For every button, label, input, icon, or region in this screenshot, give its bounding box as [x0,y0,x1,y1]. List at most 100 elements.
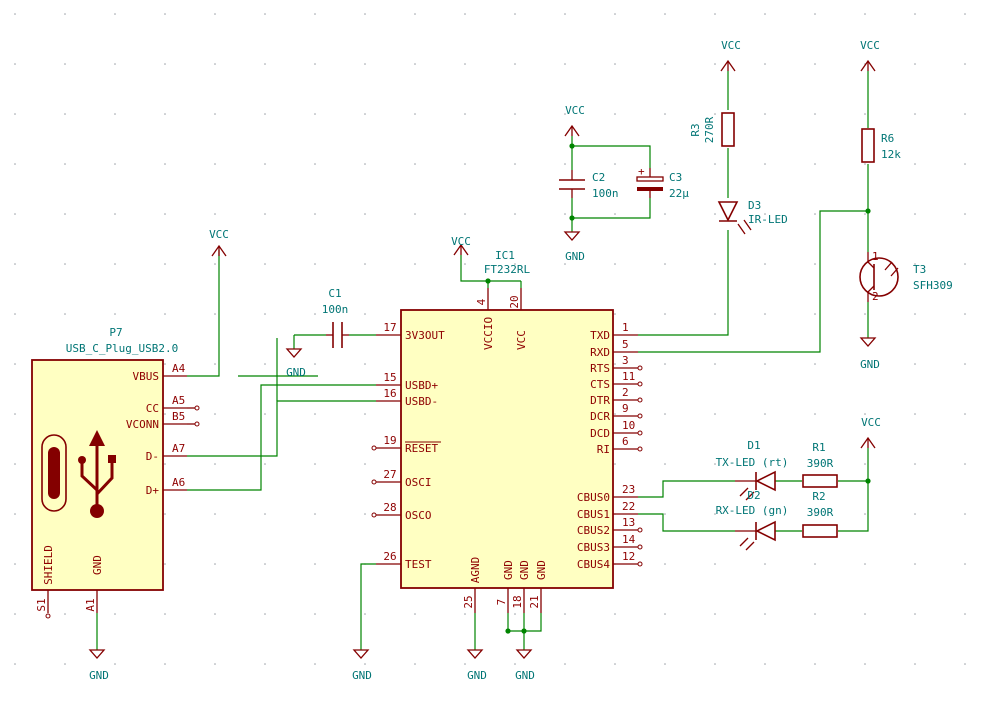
grid-dot [964,13,966,15]
usb-c-tongue [48,447,60,499]
grid-dot [64,663,66,665]
grid-dot [314,463,316,465]
grid-dot [414,613,416,615]
grid-dot [64,63,66,65]
grid-dot [914,63,916,65]
connector-pin-name: D+ [146,484,160,497]
connector-pin-number: A5 [172,394,185,407]
grid-dot [64,113,66,115]
grid-dot [164,313,166,315]
unconnected-pin [371,445,377,451]
ic-pin-number: 16 [383,387,396,400]
grid-dot [814,663,816,665]
ic-pin-name: CBUS1 [577,508,610,521]
unconnected-pin [637,527,643,533]
grid-dot [664,563,666,565]
grid-dot [664,313,666,315]
grid-dot [14,263,16,265]
ic-pin-number: 9 [622,402,629,415]
resistor-r3: R3 270R [689,112,735,147]
junction-dot [521,628,527,634]
grid-dot [714,113,716,115]
grid-dot [664,163,666,165]
grid-dot [714,513,716,515]
grid-dot [864,513,866,515]
grid-dot [664,363,666,365]
r2-ref: R2 [812,490,825,503]
unconnected-pin [637,446,643,452]
grid-dot [14,213,16,215]
c2-ref: C2 [592,171,605,184]
t3-value: SFH309 [913,279,953,292]
ic-pin-name: CBUS2 [577,524,610,537]
grid-dot [864,613,866,615]
ic-pin-name: DCD [590,427,610,440]
grid-dot [714,663,716,665]
ic-pin-name: CTS [590,378,610,391]
c3-value: 22µ [669,187,689,200]
grid-dot [864,463,866,465]
junction-dot [505,628,511,634]
ic-pin-number: 2 [622,386,629,399]
grid-dot [214,163,216,165]
vcc-label: VCC [451,235,471,248]
t3-pin-1: 1 [872,250,879,263]
grid-dot [864,13,866,15]
wire-cbus0 [638,480,735,498]
grid-dot [464,113,466,115]
grid-dot [264,113,266,115]
unconnected-pin [194,421,200,427]
grid-dot [364,113,366,115]
grid-dot [914,413,916,415]
gnd-symbol: GND [515,649,535,682]
grid-dot [664,113,666,115]
gnd-label: GND [515,669,535,682]
grid-dot [514,163,516,165]
grid-dot [164,13,166,15]
grid-dot [964,213,966,215]
grid-dot [414,63,416,65]
grid-dot [364,363,366,365]
grid-dot [614,213,616,215]
grid-dot [614,263,616,265]
resistor-r1: R1 390R [802,441,838,488]
grid-dot [164,463,166,465]
grid-dot [564,613,566,615]
grid-dot [764,313,766,315]
grid-dot [914,613,916,615]
grid-dot [764,363,766,365]
grid-dot [14,13,16,15]
gnd-symbol: GND [466,649,487,682]
grid-dot [14,163,16,165]
grid-dot [464,263,466,265]
capacitor-c3: + C3 22µ [636,165,689,200]
ic-pin-number: 22 [622,500,635,513]
resistor-r2: R2 390R [802,490,838,538]
connector-pin-name: VCONN [126,418,159,431]
grid-dot [214,113,216,115]
usb-c-connector: P7 USB_C_Plug_USB2.0 [31,326,178,591]
grid-dot [364,163,366,165]
grid-dot [864,363,866,365]
grid-dot [964,363,966,365]
grid-dot [264,13,266,15]
grid-dot [664,63,666,65]
grid-dot [314,113,316,115]
grid-dot [264,463,266,465]
grid-dot [964,163,966,165]
unconnected-pin [637,430,643,436]
grid-dot [464,613,466,615]
ic-pin-name: CBUS4 [577,558,610,571]
ic-pin-name: CBUS0 [577,491,610,504]
ic-pin-number: 18 [511,595,524,608]
grid-dot [214,663,216,665]
ic-pin-name: USBD- [405,395,438,408]
grid-dot [364,213,366,215]
d2-value: RX-LED (gn) [716,504,789,517]
grid-dot [114,13,116,15]
ic-pin-number: 6 [622,435,629,448]
grid-dot [714,613,716,615]
grid-dot [264,163,266,165]
